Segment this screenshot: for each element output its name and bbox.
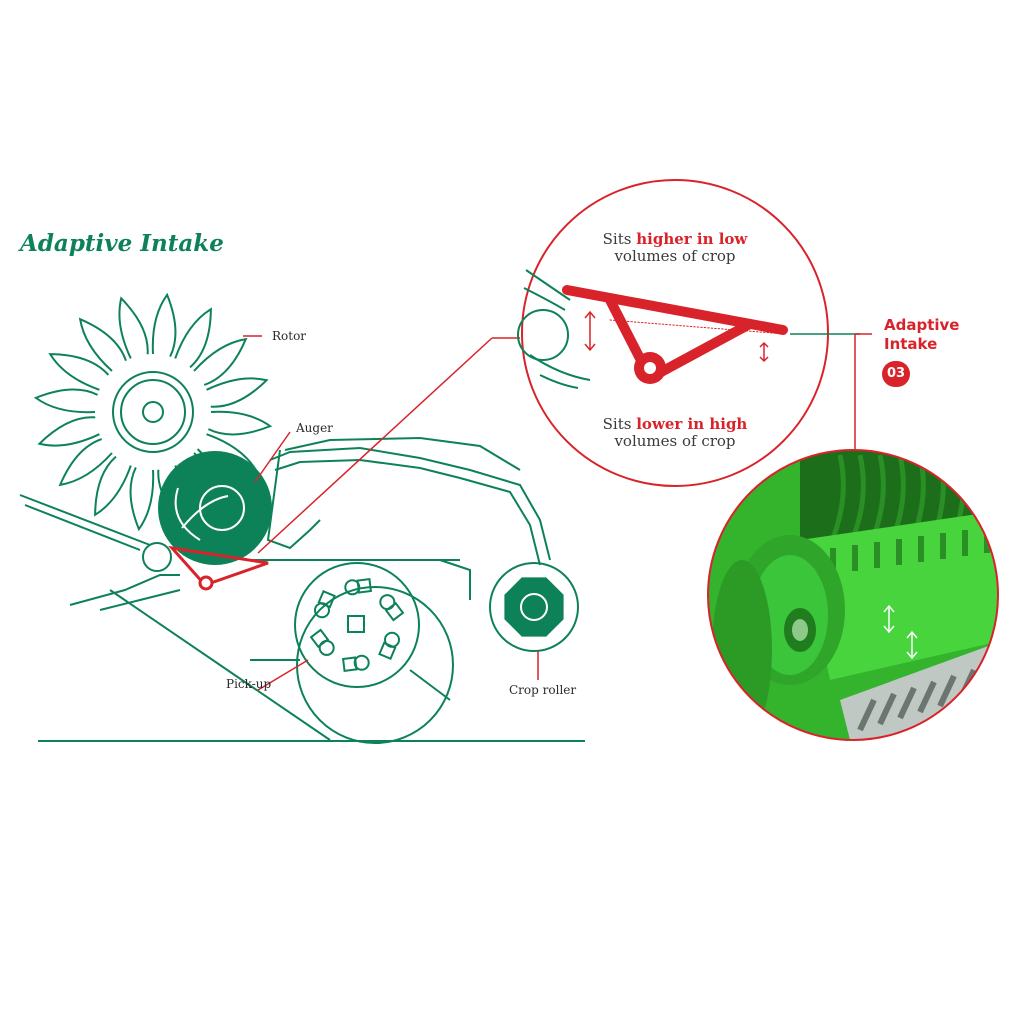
crop-roller <box>489 562 579 652</box>
pickup-tine <box>317 589 336 609</box>
pickup-label: Pick-up <box>226 677 272 691</box>
photo-pickup-tine <box>877 692 897 726</box>
photo-pickup-tine <box>857 698 877 732</box>
photo-pickup-tine <box>937 674 957 708</box>
callout-top: Sits higher in low volumes of crop <box>580 231 770 265</box>
side-title-line2: Intake <box>884 335 938 353</box>
photo-floor-slot <box>896 539 902 565</box>
photo-floor-slot <box>874 542 880 568</box>
pickup-leader <box>257 659 309 691</box>
photo-floor-slot <box>852 545 858 571</box>
photo-rake-tine <box>987 454 998 547</box>
photo-pickup-tine <box>977 662 997 696</box>
callout-bottom-rest: volumes of crop <box>614 432 736 450</box>
photo-floor-slot <box>918 536 924 562</box>
callout-top-prefix: Sits <box>602 230 637 248</box>
callout-bottom-prefix: Sits <box>602 415 637 433</box>
pickup-tine <box>384 601 405 622</box>
side-title-line1: Adaptive <box>884 316 960 334</box>
auger-leader <box>254 431 291 483</box>
callout-top-rest: volumes of crop <box>614 247 736 265</box>
machine-frame <box>19 436 551 741</box>
intake-small <box>168 545 269 591</box>
crop-roller-label: Crop roller <box>509 683 577 697</box>
auger <box>158 451 272 565</box>
adjust-arrows <box>584 310 769 363</box>
photo-floor-slot <box>940 533 946 559</box>
photo-pickup-tine <box>917 680 937 714</box>
rotor <box>33 292 273 532</box>
auger-label: Auger <box>296 421 333 435</box>
rotor-label: Rotor <box>272 329 307 343</box>
step-badge: 03 <box>882 361 910 387</box>
side-title: Adaptive Intake <box>884 316 959 354</box>
pickup-tine <box>341 656 358 672</box>
zoom-lines <box>257 337 520 554</box>
crop-roller-core <box>504 577 564 637</box>
pickup <box>250 562 454 744</box>
magnifier-circle <box>517 179 829 487</box>
pickup-tine <box>356 578 373 594</box>
photo-pickup-tine <box>897 686 917 720</box>
callout-bottom: Sits lower in high volumes of crop <box>580 416 770 450</box>
callout-top-highlight: higher in low <box>636 230 748 248</box>
pickup-tine <box>378 641 397 661</box>
photo-floor-slot <box>962 530 968 556</box>
pickup-tine <box>309 628 330 649</box>
photo-connector <box>854 333 872 450</box>
diagram-title: Adaptive Intake <box>20 230 224 257</box>
photo-floor-slot <box>830 548 836 574</box>
machine-photo <box>707 449 999 741</box>
photo-pickup-tine <box>997 656 998 690</box>
callout-bottom-highlight: lower in high <box>636 415 748 433</box>
photo-arrows <box>883 604 918 660</box>
